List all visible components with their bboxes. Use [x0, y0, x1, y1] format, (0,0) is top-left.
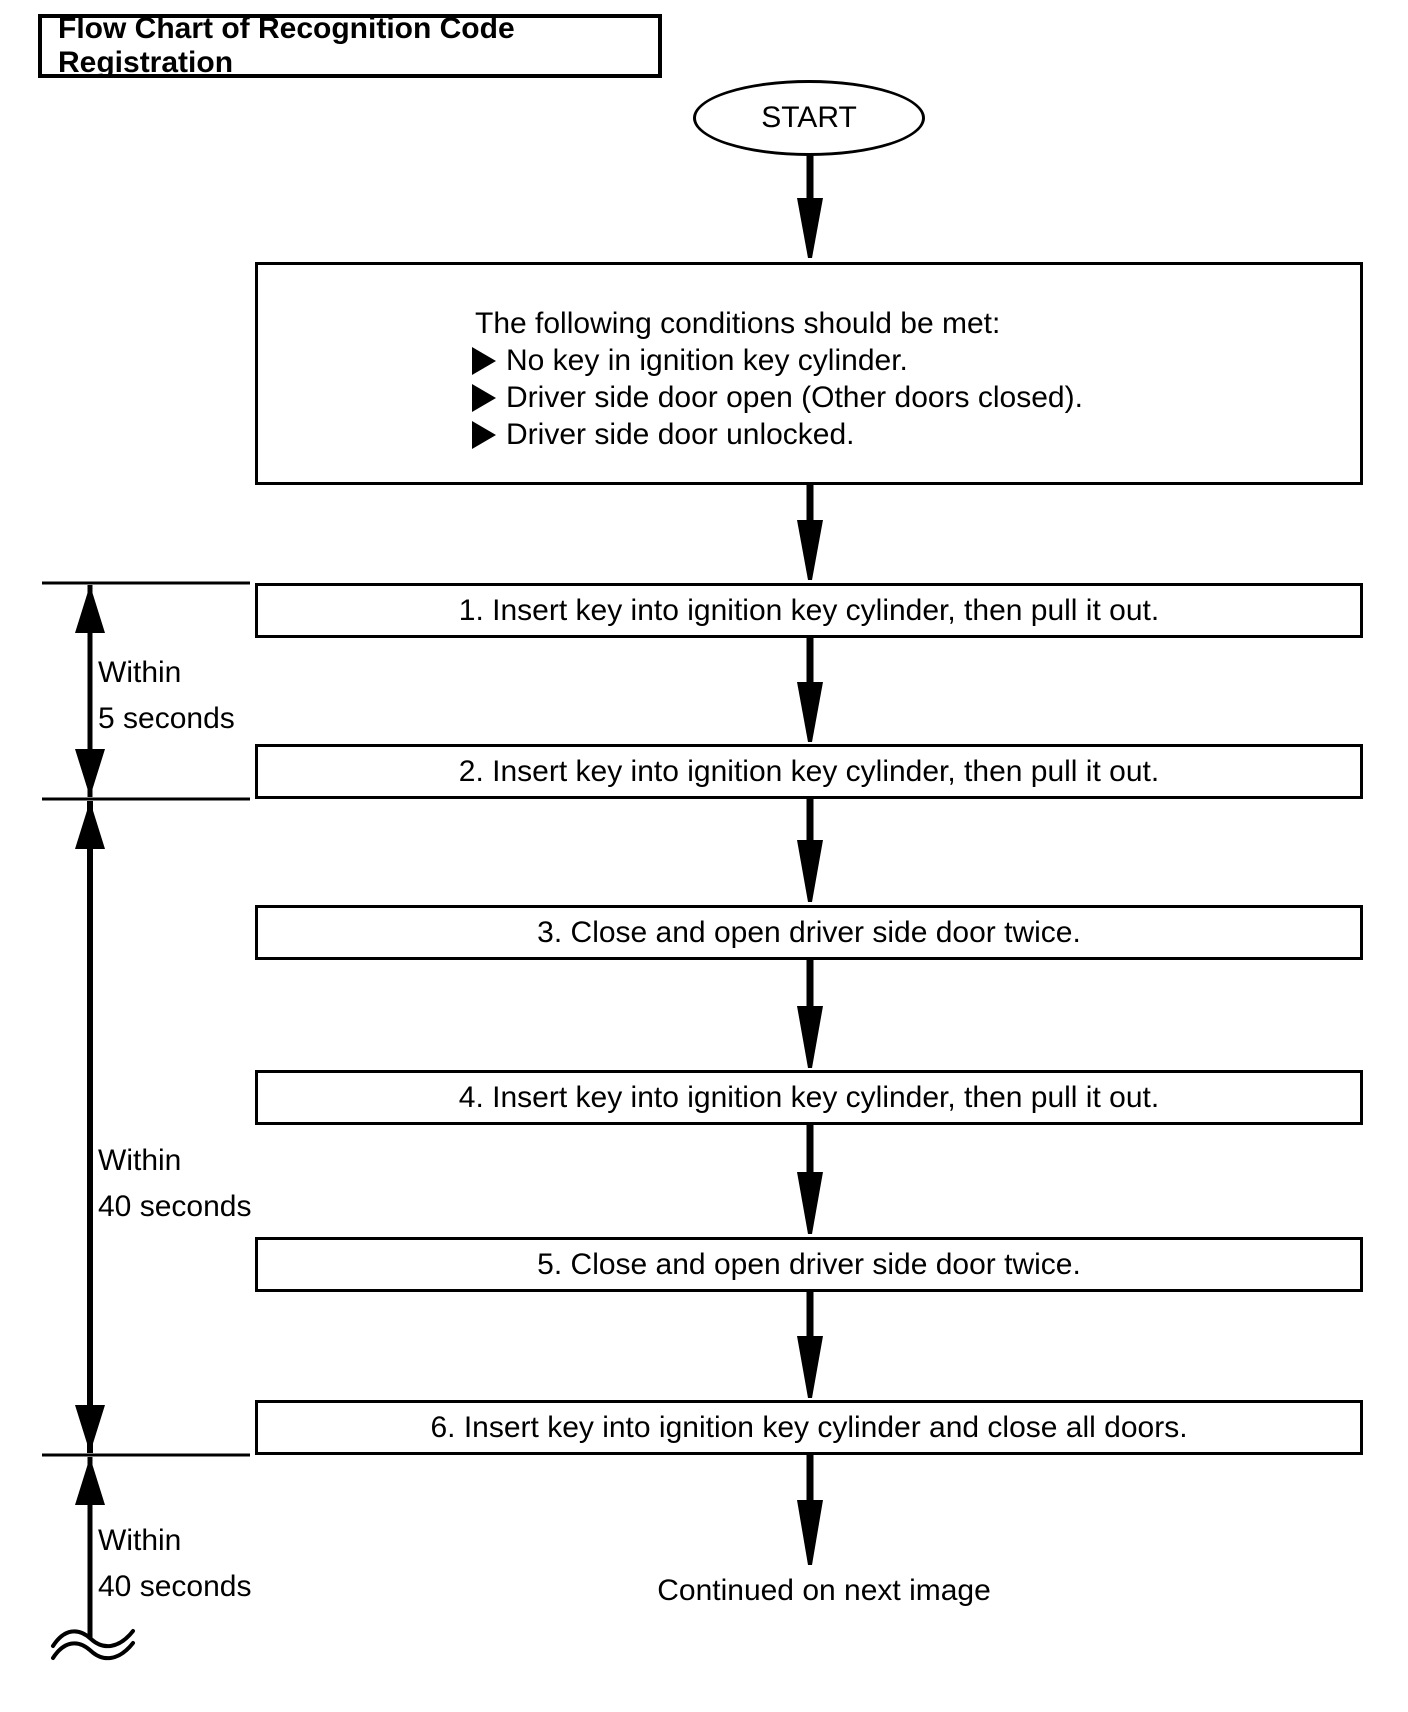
triangle-bullet-icon	[472, 383, 496, 412]
timer-label-40s-2: Within 40 seconds	[98, 1518, 251, 1610]
step-box-2: 2. Insert key into ignition key cylinder…	[255, 744, 1363, 799]
flow-arrow-step6-to-continued	[797, 1455, 823, 1565]
timer-line2: 40 seconds	[98, 1570, 252, 1603]
flow-arrow-conditions-to-step1	[797, 485, 823, 580]
continued-note: Continued on next image	[657, 1574, 991, 1607]
flow-arrow-step2-to-step3	[797, 799, 823, 902]
step-box-4: 4. Insert key into ignition key cylinder…	[255, 1070, 1363, 1125]
condition-item-label: Driver side door open (Other doors close…	[506, 381, 1083, 414]
break-symbol-icon	[51, 1629, 135, 1661]
conditions-intro: The following conditions should be met:	[475, 307, 1001, 340]
timer-line1: Within	[98, 656, 182, 689]
condition-item: Driver side door open (Other doors close…	[472, 379, 1083, 416]
start-node: START	[693, 80, 925, 156]
step-2-label: 2. Insert key into ignition key cylinder…	[458, 754, 1160, 788]
condition-item-label: No key in ignition key cylinder.	[506, 344, 908, 377]
step-6-label: 6. Insert key into ignition key cylinder…	[430, 1410, 1188, 1444]
timer-line2: 5 seconds	[98, 702, 235, 735]
triangle-bullet-icon	[472, 346, 496, 375]
flow-arrow-step1-to-step2	[797, 638, 823, 742]
timer-line1: Within	[98, 1144, 182, 1177]
conditions-text: The following conditions should be met: …	[472, 305, 1083, 453]
page-title: Flow Chart of Recognition Code Registrat…	[58, 12, 515, 79]
step-box-5: 5. Close and open driver side door twice…	[255, 1237, 1363, 1292]
start-label: START	[761, 101, 857, 134]
step-box-3: 3. Close and open driver side door twice…	[255, 905, 1363, 960]
timing-bracket-40s	[75, 801, 105, 1453]
timer-line1: Within	[98, 1524, 182, 1557]
condition-item: No key in ignition key cylinder.	[472, 342, 1083, 379]
timer-label-40s-1: Within 40 seconds	[98, 1138, 251, 1230]
step-box-6: 6. Insert key into ignition key cylinder…	[255, 1400, 1363, 1455]
title-box: Flow Chart of Recognition Code Registrat…	[38, 12, 662, 79]
condition-item: Driver side door unlocked.	[472, 416, 1083, 453]
flow-arrow-step5-to-step6	[797, 1292, 823, 1398]
flow-arrow-start-to-conditions	[797, 155, 823, 258]
timer-label-5s: Within 5 seconds	[98, 650, 235, 742]
flow-arrow-step4-to-step5	[797, 1125, 823, 1234]
flow-arrow-step3-to-step4	[797, 960, 823, 1068]
step-3-label: 3. Close and open driver side door twice…	[537, 915, 1081, 949]
conditions-box: The following conditions should be met: …	[255, 262, 1363, 485]
step-1-label: 1. Insert key into ignition key cylinder…	[458, 593, 1160, 627]
condition-item-label: Driver side door unlocked.	[506, 418, 855, 451]
triangle-bullet-icon	[472, 420, 496, 449]
step-box-1: 1. Insert key into ignition key cylinder…	[255, 583, 1363, 638]
step-5-label: 5. Close and open driver side door twice…	[537, 1247, 1081, 1281]
timer-line2: 40 seconds	[98, 1190, 252, 1223]
step-4-label: 4. Insert key into ignition key cylinder…	[458, 1080, 1160, 1114]
